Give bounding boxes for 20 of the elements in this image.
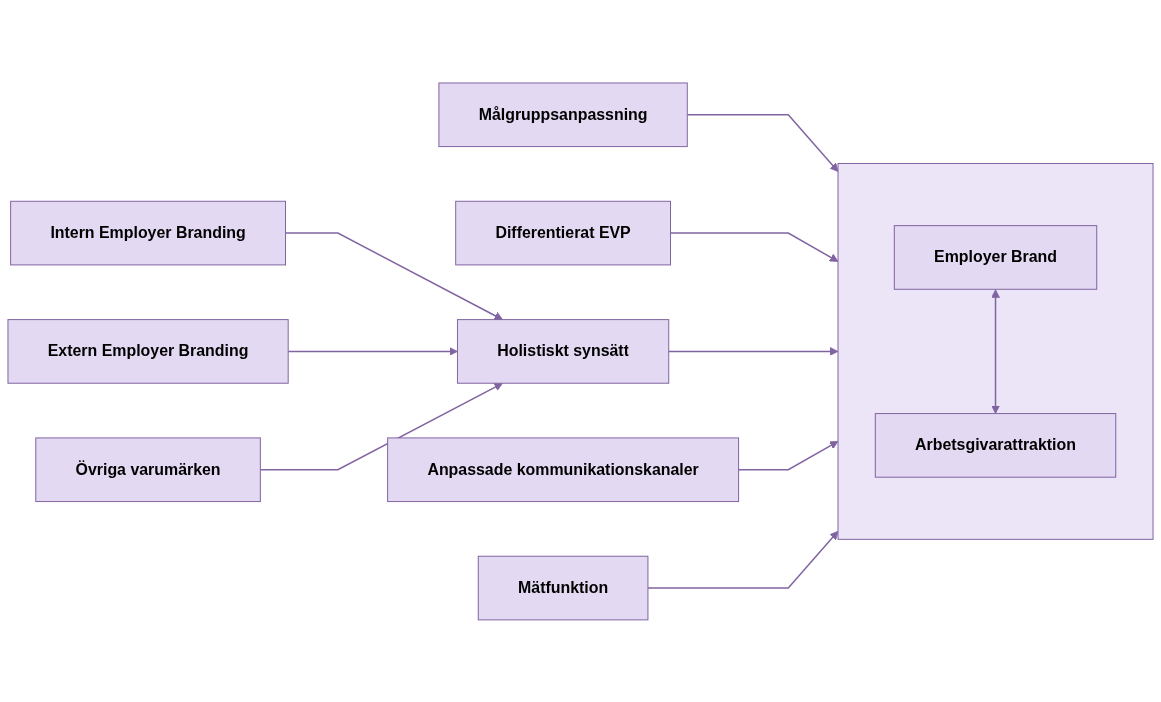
- arrow: [686, 113, 839, 172]
- node-box: Holistiskt synsätt: [456, 318, 670, 384]
- arrow: [284, 231, 503, 320]
- arrow: [737, 440, 839, 471]
- arrow: [991, 288, 1000, 414]
- arrow: [668, 346, 839, 356]
- node-box: Differentierat EVP: [455, 200, 671, 265]
- arrow: [287, 346, 458, 356]
- node-box: Arbetsgivarattraktion: [874, 412, 1117, 478]
- arrow: [669, 231, 839, 262]
- node-box: Övriga varumärken: [35, 437, 261, 502]
- cluster: [837, 162, 1154, 540]
- node-box: Intern Employer Branding: [10, 200, 286, 265]
- node-box: Employer Brand: [893, 224, 1098, 290]
- arrow: [647, 530, 839, 589]
- node-box: Anpassade kommunikationskanaler: [387, 437, 740, 502]
- node-box: Extern Employer Branding: [7, 318, 289, 384]
- node-box: Målgruppsanpassning: [438, 82, 688, 147]
- arrow: [259, 382, 503, 471]
- node-box: Mätfunktion: [477, 555, 649, 620]
